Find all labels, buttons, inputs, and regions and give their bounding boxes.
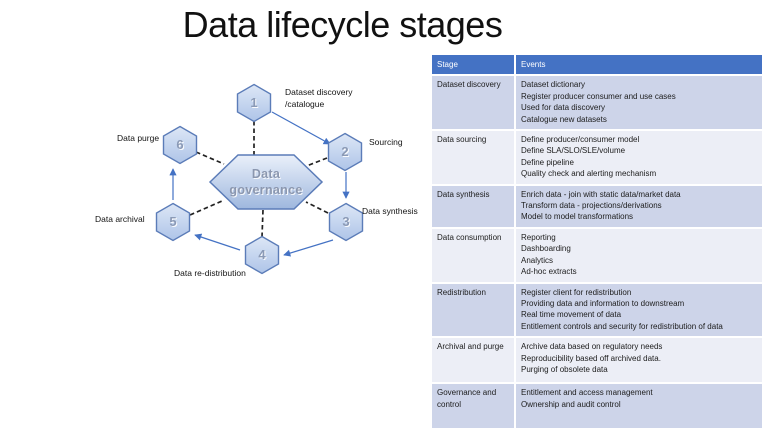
connector-hub-node4 [261,209,264,238]
hexagon-node-5 [155,202,191,242]
table-row: Data consumption Reporting Dashboarding … [430,226,764,284]
connector-hub-node6 [195,151,225,165]
events-cell: Reporting Dashboarding Analytics Ad-hoc … [514,226,764,284]
label-sourcing: Sourcing [369,137,403,147]
label-data-synthesis: Data synthesis [362,206,418,216]
node-number-2: 2 [341,144,349,160]
node-number-6: 6 [176,137,184,153]
label-data-archival: Data archival [95,214,145,224]
table-header-row: Stage Events [430,52,764,77]
label-data-redistribution: Data re-distribution [174,268,246,278]
governance-label: Data governance [229,167,303,197]
label-dataset-discovery: Dataset discovery /catalogue [285,87,353,109]
hexagon-node-2 [327,132,363,172]
connector-hub-node3 [305,201,329,214]
table-row: Governance and control Entitlement and a… [430,382,764,431]
events-cell: Dataset dictionary Register producer con… [514,74,764,132]
governance-hexagon [208,154,324,210]
stage-cell: Data synthesis [430,183,516,229]
table-row: Dataset discovery Dataset dictionary Reg… [430,74,764,132]
hexagon-node-4 [244,235,280,275]
node-number-3: 3 [342,214,350,230]
events-cell: Enrich data - join with static data/mark… [514,183,764,229]
table-row: Redistribution Register client for redis… [430,281,764,339]
connector-hub-node2 [303,157,328,168]
node-number-1: 1 [250,95,258,111]
events-column-header: Events [514,52,764,77]
stage-cell: Data sourcing [430,129,516,186]
stages-table: Stage Events Dataset discovery Dataset d… [430,52,764,431]
stage-column-header: Stage [430,52,516,77]
page-title: Data lifecycle stages [182,4,503,45]
connector-hub-node5 [189,200,223,216]
flow-arrow-4-5 [194,233,241,251]
table-row: Data synthesis Enrich data - join with s… [430,183,764,229]
stage-cell: Data consumption [430,226,516,284]
node-number-4: 4 [258,247,266,263]
table-row: Data sourcing Define producer/consumer m… [430,129,764,186]
flow-arrow-3-4 [283,239,334,257]
stage-cell: Archival and purge [430,336,516,385]
hexagon-node-3 [328,202,364,242]
events-cell: Entitlement and access management Owners… [514,382,764,431]
stage-cell: Governance and control [430,382,516,431]
stage-cell: Redistribution [430,281,516,339]
hexagon-node-6 [162,125,198,165]
hexagon-node-1 [236,83,272,123]
label-data-purge: Data purge [117,133,160,143]
node-number-5: 5 [169,214,177,230]
events-cell: Define producer/consumer model Define SL… [514,129,764,186]
stage-cell: Dataset discovery [430,74,516,132]
table-row: Archival and purge Archive data based on… [430,336,764,385]
flow-arrow-1-2 [271,111,331,145]
events-cell: Register client for redistribution Provi… [514,281,764,339]
events-cell: Archive data based on regulatory needs R… [514,336,764,385]
